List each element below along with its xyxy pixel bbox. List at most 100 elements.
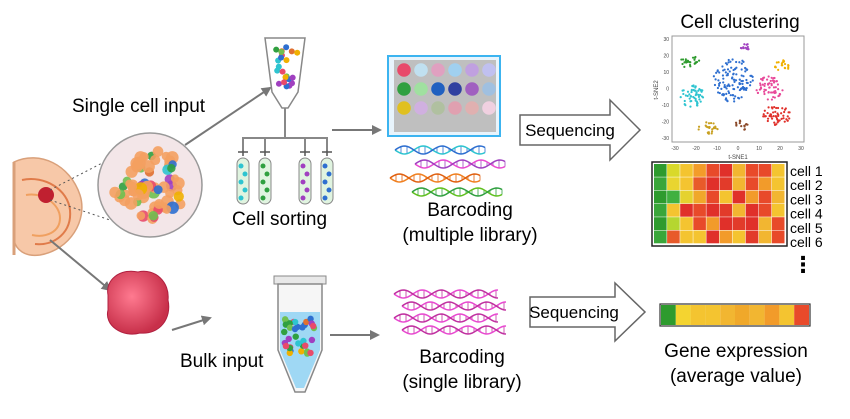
heatmap-cell [706, 203, 719, 217]
tsne-point [682, 89, 685, 92]
tsne-point [686, 90, 690, 93]
heatmap-cell [706, 190, 719, 204]
tsne-point [727, 58, 730, 62]
heatmap-cell [719, 164, 733, 177]
heatmap-cell [758, 190, 772, 204]
plate-well [414, 101, 428, 115]
dna-strand [414, 159, 506, 169]
plate-well [431, 101, 445, 115]
heatmap-cell [745, 217, 759, 230]
funnel-cell [279, 68, 286, 75]
tissue-cell [152, 146, 164, 157]
tsne-point [770, 117, 774, 120]
tsne-point [679, 95, 682, 99]
tsne-point [732, 94, 735, 97]
tsne-point [774, 66, 777, 69]
tsne-point [725, 92, 728, 95]
bulk-cell [308, 336, 316, 344]
plate-wells [397, 63, 496, 115]
tsne-point [711, 128, 714, 131]
tsne-point [699, 100, 702, 103]
tsne-point [761, 79, 764, 82]
tsne-point [770, 91, 773, 94]
heatmap-cell [680, 230, 693, 244]
bulk-cell [281, 328, 288, 336]
bulk-cell [298, 348, 305, 355]
tsne-point [741, 82, 744, 85]
heatmap-cell [706, 230, 719, 244]
heatmap-cell [693, 203, 706, 217]
funnel-cell [278, 54, 285, 61]
tsne-point [691, 56, 695, 59]
tissue-cell [132, 189, 144, 201]
tsne-point [782, 114, 785, 117]
tsne-point [767, 106, 770, 109]
heatmap-cell [693, 217, 706, 230]
tsne-point [732, 68, 735, 72]
tsne-point [772, 79, 776, 83]
tsne-point [775, 106, 778, 110]
tsne-point [763, 84, 766, 88]
tsne-point [783, 120, 786, 123]
tissue-cell [153, 185, 163, 195]
tsne-point [722, 81, 725, 84]
tsne-point [722, 77, 725, 80]
gene-bar-segment [705, 305, 721, 325]
tsne-point [770, 106, 774, 109]
tsne-point [775, 117, 779, 120]
dna-strand [393, 289, 499, 299]
tsne-point [725, 63, 729, 66]
tissue-cells [109, 146, 186, 224]
tsne-point [697, 59, 701, 62]
tsne-point [727, 91, 731, 95]
funnel-cell [274, 67, 281, 74]
heatmap-cell [654, 164, 667, 177]
tsne-point [697, 93, 700, 96]
tsne-point [744, 66, 747, 70]
tsne-point [745, 122, 748, 126]
tsne-point [759, 84, 762, 87]
label-barcoding-multi: Barcoding [427, 200, 513, 221]
tsne-point [783, 108, 787, 111]
sorted-tubes [236, 150, 334, 205]
tsne-point [692, 88, 695, 92]
gene-bar-segment [720, 305, 735, 325]
tsne-point [762, 113, 765, 116]
tsne-xtick: 30 [798, 146, 804, 152]
tsne-point [715, 71, 718, 74]
tsne-point [769, 79, 772, 83]
tissue-cell [162, 204, 172, 214]
bulk-tube-cells [281, 315, 318, 357]
tsne-point [782, 59, 786, 63]
label-single-library: (single library) [402, 372, 521, 393]
plate-well [397, 82, 411, 96]
dna-strands-multiple [389, 145, 506, 197]
tsne-point [742, 75, 745, 78]
tsne-point [693, 58, 696, 61]
tissue-cell [154, 198, 165, 210]
heatmap-cell [667, 177, 680, 191]
tsne-point [740, 68, 743, 71]
tsne-point [763, 90, 766, 93]
tsne-point [748, 84, 752, 87]
dna-strand [394, 145, 486, 155]
tsne-point [751, 75, 754, 78]
heatmap-cell [745, 190, 759, 204]
tissue-cell [173, 191, 184, 202]
heatmap-cell [732, 177, 746, 191]
heatmap-cell [771, 190, 785, 204]
tissue-cell [148, 211, 159, 221]
cell-row-label: cell 4 [790, 206, 823, 222]
tsne-point [766, 78, 769, 81]
tsne-point [733, 80, 736, 83]
tsne-point [735, 60, 738, 64]
tsne-point [700, 90, 703, 93]
tsne-point [788, 111, 791, 114]
tsne-point [718, 91, 721, 95]
tsne-point [698, 87, 701, 91]
tsne-point [712, 122, 715, 125]
heatmap-cell [745, 164, 759, 177]
well-plate [387, 55, 501, 137]
tsne-point [746, 43, 749, 46]
